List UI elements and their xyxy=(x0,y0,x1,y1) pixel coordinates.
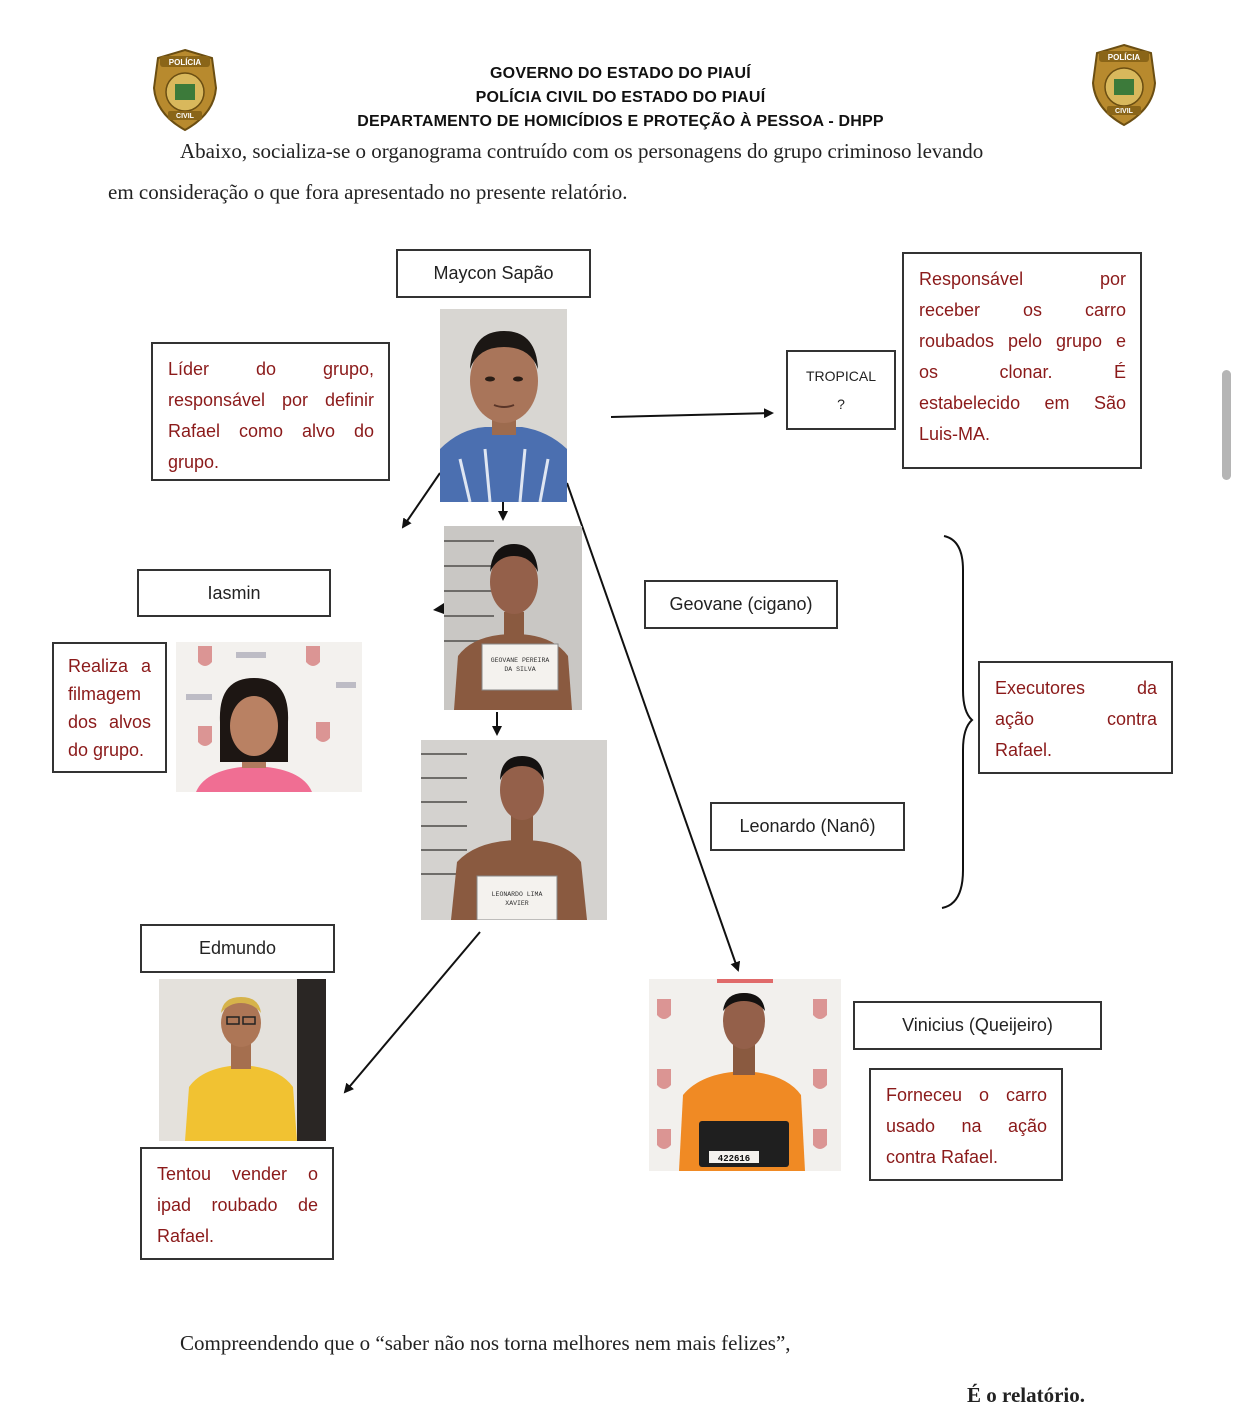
arrow-fragment xyxy=(433,603,444,614)
executores-role-box: Executores da ação contra Rafael. xyxy=(978,661,1173,774)
maycon-role-line: Rafael como alvo do xyxy=(168,421,374,441)
vinicius-photo: 422616 xyxy=(649,979,841,1171)
arrow-maycon-to-tropical xyxy=(610,408,774,419)
maycon-role-box: Líder do grupo, responsável por definir … xyxy=(151,342,390,481)
arrow-leonardo-to-edmundo xyxy=(343,931,481,1094)
tropical-name-box: TROPICAL ? xyxy=(786,350,896,430)
iasmin-role-line: filmagem xyxy=(68,684,142,704)
svg-text:POLÍCIA: POLÍCIA xyxy=(169,58,202,67)
maycon-role-line: Líder do grupo, xyxy=(168,359,374,379)
svg-text:LEONARDO LIMA: LEONARDO LIMA xyxy=(492,891,543,898)
edmundo-name: Edmundo xyxy=(198,938,277,958)
geovane-name: Geovane (cigano) xyxy=(669,594,813,614)
executores-role-line: Rafael. xyxy=(995,740,1053,760)
iasmin-role-line: dos alvos xyxy=(68,712,151,732)
svg-text:DA SILVA: DA SILVA xyxy=(504,666,535,673)
intro-line-2: em consideração o que fora apresentado n… xyxy=(108,180,628,204)
svg-text:CIVIL: CIVIL xyxy=(1115,108,1134,115)
maycon-photo xyxy=(440,309,567,502)
executores-role-line: Executores da xyxy=(995,678,1157,698)
maycon-role-line: grupo. xyxy=(168,452,220,472)
tropical-role-line: roubados pelo grupo e xyxy=(919,331,1126,351)
closing-end: É o relatório. xyxy=(967,1383,1086,1407)
vinicius-role-line: Forneceu o carro xyxy=(886,1085,1047,1105)
maycon-role-line: responsável por definir xyxy=(168,390,374,410)
edmundo-name-box: Edmundo xyxy=(140,924,335,973)
svg-text:POLÍCIA: POLÍCIA xyxy=(1108,53,1141,62)
svg-text:CIVIL: CIVIL xyxy=(176,113,195,120)
maycon-name: Maycon Sapão xyxy=(433,263,554,283)
header-department: DEPARTAMENTO DE HOMICÍDIOS E PROTEÇÃO À … xyxy=(357,113,884,130)
tropical-role-line: receber os carro xyxy=(919,300,1126,320)
iasmin-role-box: Realiza a filmagem dos alvos do grupo. xyxy=(52,642,167,773)
geovane-photo: GEOVANE PEREIRA DA SILVA xyxy=(444,526,582,710)
leonardo-name-box: Leonardo (Nanô) xyxy=(710,802,905,851)
vinicius-role-line: usado na ação xyxy=(886,1116,1047,1136)
header-government: GOVERNO DO ESTADO DO PIAUÍ xyxy=(490,65,751,82)
tropical-role-line: os clonar. É xyxy=(919,362,1126,382)
edmundo-role-box: Tentou vender o ipad roubado de Rafael. xyxy=(140,1147,334,1260)
iasmin-name-box: Iasmin xyxy=(137,569,331,617)
vinicius-name: Vinicius (Queijeiro) xyxy=(902,1015,1053,1035)
tropical-role-line: estabelecido em São xyxy=(919,393,1126,413)
header-police: POLÍCIA CIVIL DO ESTADO DO PIAUÍ xyxy=(475,89,766,106)
arrow-maycon-to-vinicius xyxy=(566,482,741,972)
leonardo-name: Leonardo (Nanô) xyxy=(739,816,876,836)
edmundo-role-line: ipad roubado de xyxy=(157,1195,318,1215)
tropical-name: TROPICAL xyxy=(805,368,876,384)
maycon-name-box: Maycon Sapão xyxy=(396,249,591,298)
closing-quote: Compreendendo que o “saber não nos torna… xyxy=(180,1331,791,1355)
leonardo-photo: LEONARDO LIMA XAVIER xyxy=(421,740,607,920)
tropical-role-line: Responsável por xyxy=(919,269,1126,289)
tropical-unknown-mark: ? xyxy=(837,396,845,412)
vinicius-role-line: contra Rafael. xyxy=(886,1147,999,1167)
police-badge-right-icon: POLÍCIA CIVIL xyxy=(1091,43,1157,127)
executores-role-line: ação contra xyxy=(995,709,1157,729)
edmundo-role-line: Tentou vender o xyxy=(157,1164,318,1184)
vinicius-name-box: Vinicius (Queijeiro) xyxy=(853,1001,1102,1050)
edmundo-role-line: Rafael. xyxy=(157,1226,215,1246)
svg-text:XAVIER: XAVIER xyxy=(505,900,529,907)
tropical-role-box: Responsável por receber os carro roubado… xyxy=(902,252,1142,469)
iasmin-name: Iasmin xyxy=(207,582,261,603)
vinicius-role-box: Forneceu o carro usado na ação contra Ra… xyxy=(869,1068,1063,1181)
tropical-role-line: Luis-MA. xyxy=(919,424,991,444)
vertical-scrollbar[interactable] xyxy=(1222,370,1231,480)
iasmin-role-line: do grupo. xyxy=(68,740,145,760)
intro-line-1: Abaixo, socializa-se o organograma contr… xyxy=(180,139,984,163)
police-badge-left-icon: POLÍCIA CIVIL xyxy=(152,48,218,132)
svg-text:GEOVANE PEREIRA: GEOVANE PEREIRA xyxy=(491,657,550,664)
iasmin-role-line: Realiza a xyxy=(68,656,151,676)
arrow-maycon-to-iasmin xyxy=(401,472,441,529)
edmundo-photo xyxy=(159,979,326,1141)
geovane-name-box: Geovane (cigano) xyxy=(644,580,838,629)
iasmin-photo xyxy=(176,642,362,792)
executores-brace xyxy=(941,535,974,909)
svg-text:422616: 422616 xyxy=(718,1154,750,1164)
